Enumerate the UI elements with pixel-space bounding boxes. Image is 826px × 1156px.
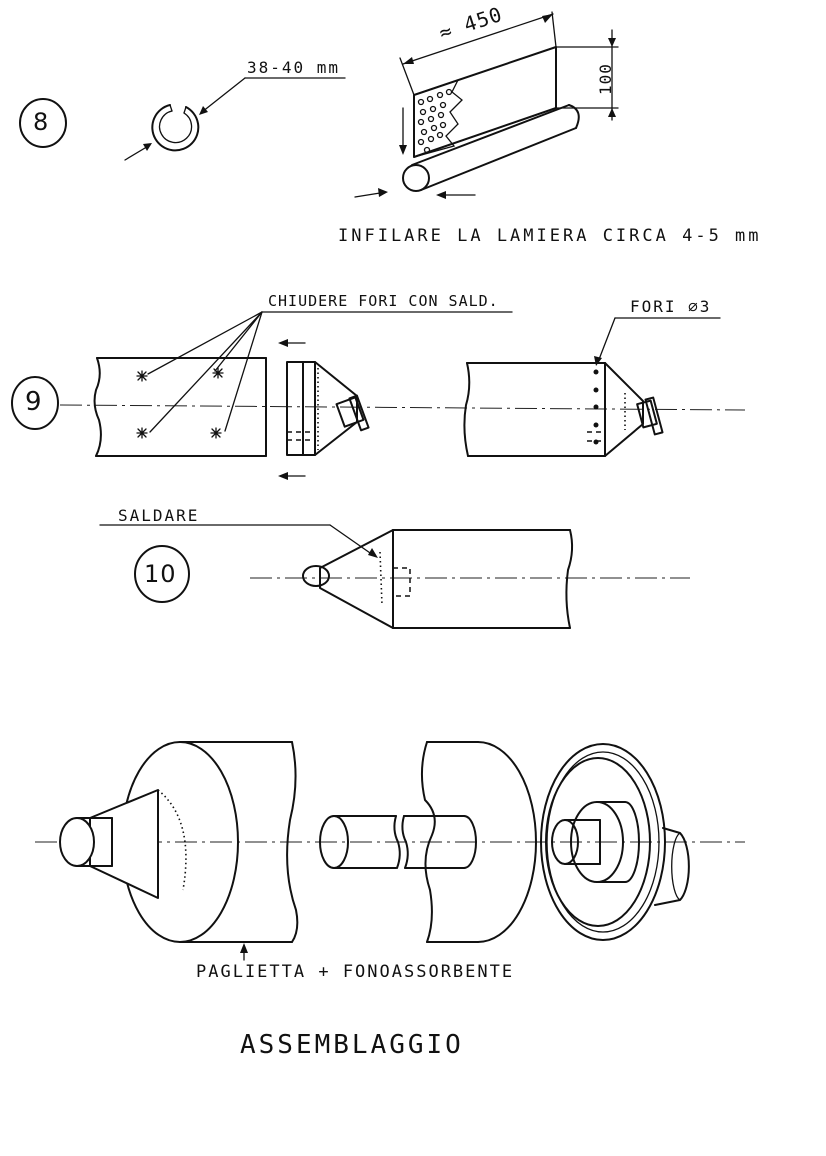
tube-bottom-edge [420,127,577,191]
split-ring-inner [158,110,193,144]
holes-row [593,369,599,445]
pipe-break-10 [565,529,574,629]
perforation-boundary [413,78,463,158]
left-housing-break [286,741,299,943]
holes-label: FORI ∅3 [630,297,712,316]
cone-10-mouth [302,565,330,587]
step-10-group [99,524,690,629]
split-ring-outer [151,104,200,152]
flange-outer [540,743,666,941]
material-label: PAGLIETTA + FONOASSORBENTE [196,962,515,982]
height-label: 100 [596,63,615,95]
perforations [417,88,453,154]
perforated-sheet [413,46,557,158]
assembly-group [35,741,745,961]
step-9-note: CHIUDERE FORI CON SALD. [268,292,499,310]
flange-front [545,757,651,927]
step-8-circle [19,98,67,148]
diameter-leader-upper [201,77,246,113]
pipe-break-left [93,357,102,457]
holes-leader [597,317,616,363]
step-10-number: 10 [144,560,177,588]
rear-cup [654,827,690,906]
inner-pipe-hidden [393,567,411,597]
step-8-group [19,11,619,199]
diameter-label: 38-40 mm [247,58,341,77]
tube-end [402,164,430,192]
middle-pipe-far [463,815,477,869]
tube-far-end [568,104,580,129]
step-8-note: INFILARE LA LAMIERA CIRCA 4-5 mm [338,226,762,246]
end-cap-cone [314,361,358,456]
length-dimension-line [402,13,554,65]
end-cap [286,361,316,456]
step-9-circle [11,376,59,430]
step-10-circle [134,545,190,603]
right-housing-end [477,741,537,943]
cone-10 [319,529,394,629]
left-inlet [59,817,95,867]
pipe-break-right [463,362,471,457]
tube-top-edge [411,104,570,166]
step-9-number: 9 [25,387,43,417]
left-cone [89,789,159,899]
step-9-group [11,311,746,480]
weld-spots [136,367,224,439]
right-housing-break [421,741,436,943]
step-8-number: 8 [33,108,50,136]
assembly-title: ASSEMBLAGGIO [240,1030,464,1060]
step-10-note: SALDARE [118,506,200,525]
weld-leaders [147,311,513,433]
